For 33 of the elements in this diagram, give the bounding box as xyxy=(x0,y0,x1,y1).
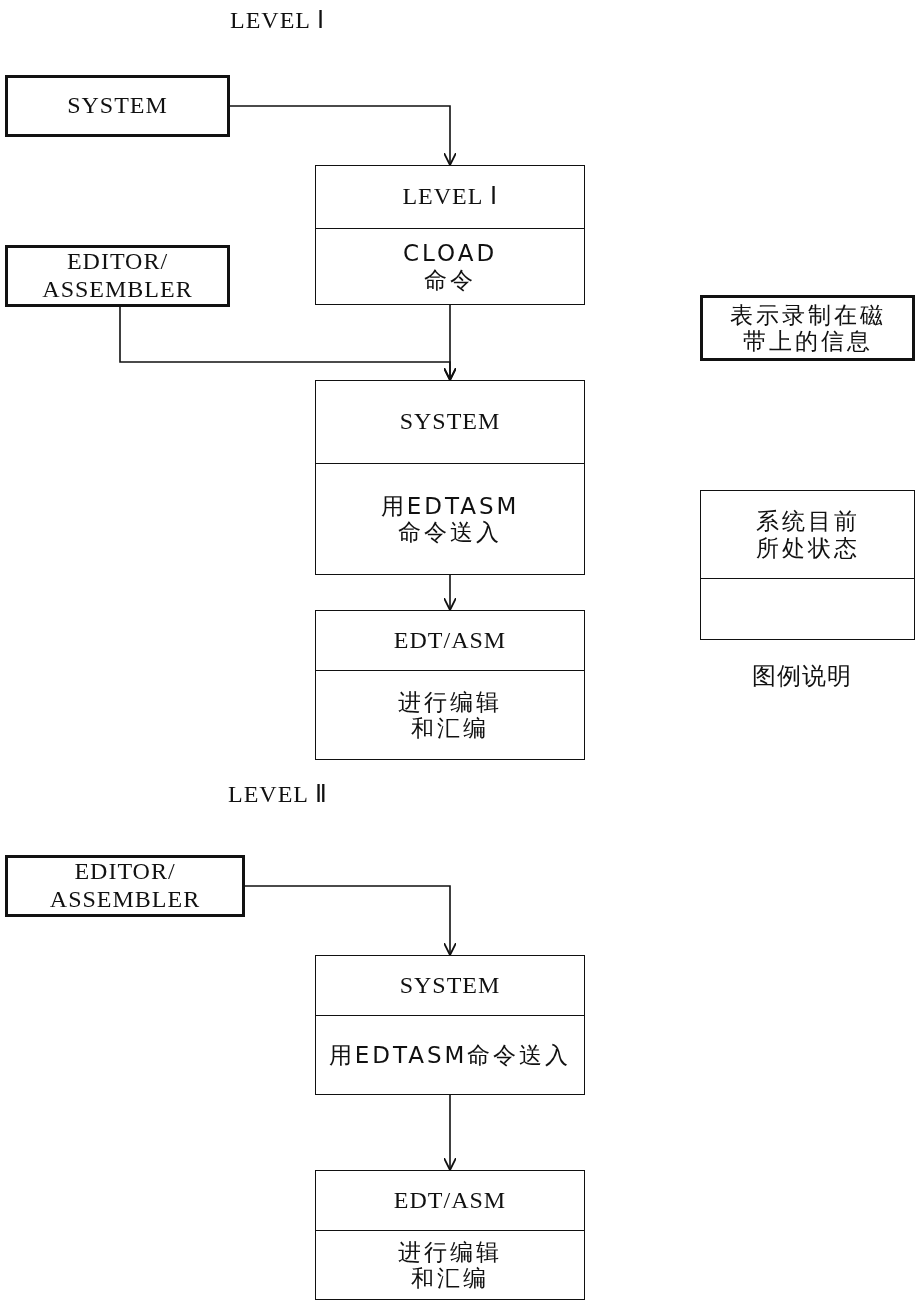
arrow xyxy=(443,1094,457,1171)
state-box xyxy=(315,165,585,305)
section-heading: LEVEL Ⅰ xyxy=(230,6,326,34)
box-text: 进行编辑和汇编 xyxy=(397,1238,503,1292)
box-text: 用EDTASM命令送入 xyxy=(379,492,521,546)
state-box xyxy=(315,380,585,575)
box-heading: 表示录制在磁带上的信息 xyxy=(728,301,887,355)
arrow xyxy=(119,306,457,381)
tape-record-box xyxy=(5,855,245,917)
state-box xyxy=(315,610,585,760)
box-text: 用EDTASM命令送入 xyxy=(328,1041,572,1069)
box-heading: EDT/ASM xyxy=(393,1186,507,1215)
box-text: 进行编辑和汇编 xyxy=(397,688,503,742)
arrow xyxy=(443,574,457,611)
state-box xyxy=(315,1170,585,1300)
box-heading: EDT/ASM xyxy=(393,626,507,655)
arrow xyxy=(229,105,457,166)
box-heading: EDITOR/ ASSEMBLER xyxy=(41,248,194,304)
tape-record-box xyxy=(5,245,230,307)
legend-caption: 图例说明 xyxy=(752,661,852,692)
box-heading: 系统目前所处状态 xyxy=(754,508,861,561)
box-heading: LEVEL Ⅰ xyxy=(402,183,498,211)
section-heading: LEVEL Ⅱ xyxy=(228,780,329,808)
tape-record-box xyxy=(700,295,915,361)
box-heading: EDITOR/ ASSEMBLER xyxy=(48,858,202,914)
state-box xyxy=(700,490,915,640)
box-heading: SYSTEM xyxy=(67,92,168,120)
state-box xyxy=(315,955,585,1095)
box-heading: SYSTEM xyxy=(399,971,501,1000)
tape-record-box xyxy=(5,75,230,137)
box-text: CLOAD 命令 xyxy=(401,240,499,293)
box-heading: SYSTEM xyxy=(399,408,501,436)
arrow xyxy=(244,885,457,956)
